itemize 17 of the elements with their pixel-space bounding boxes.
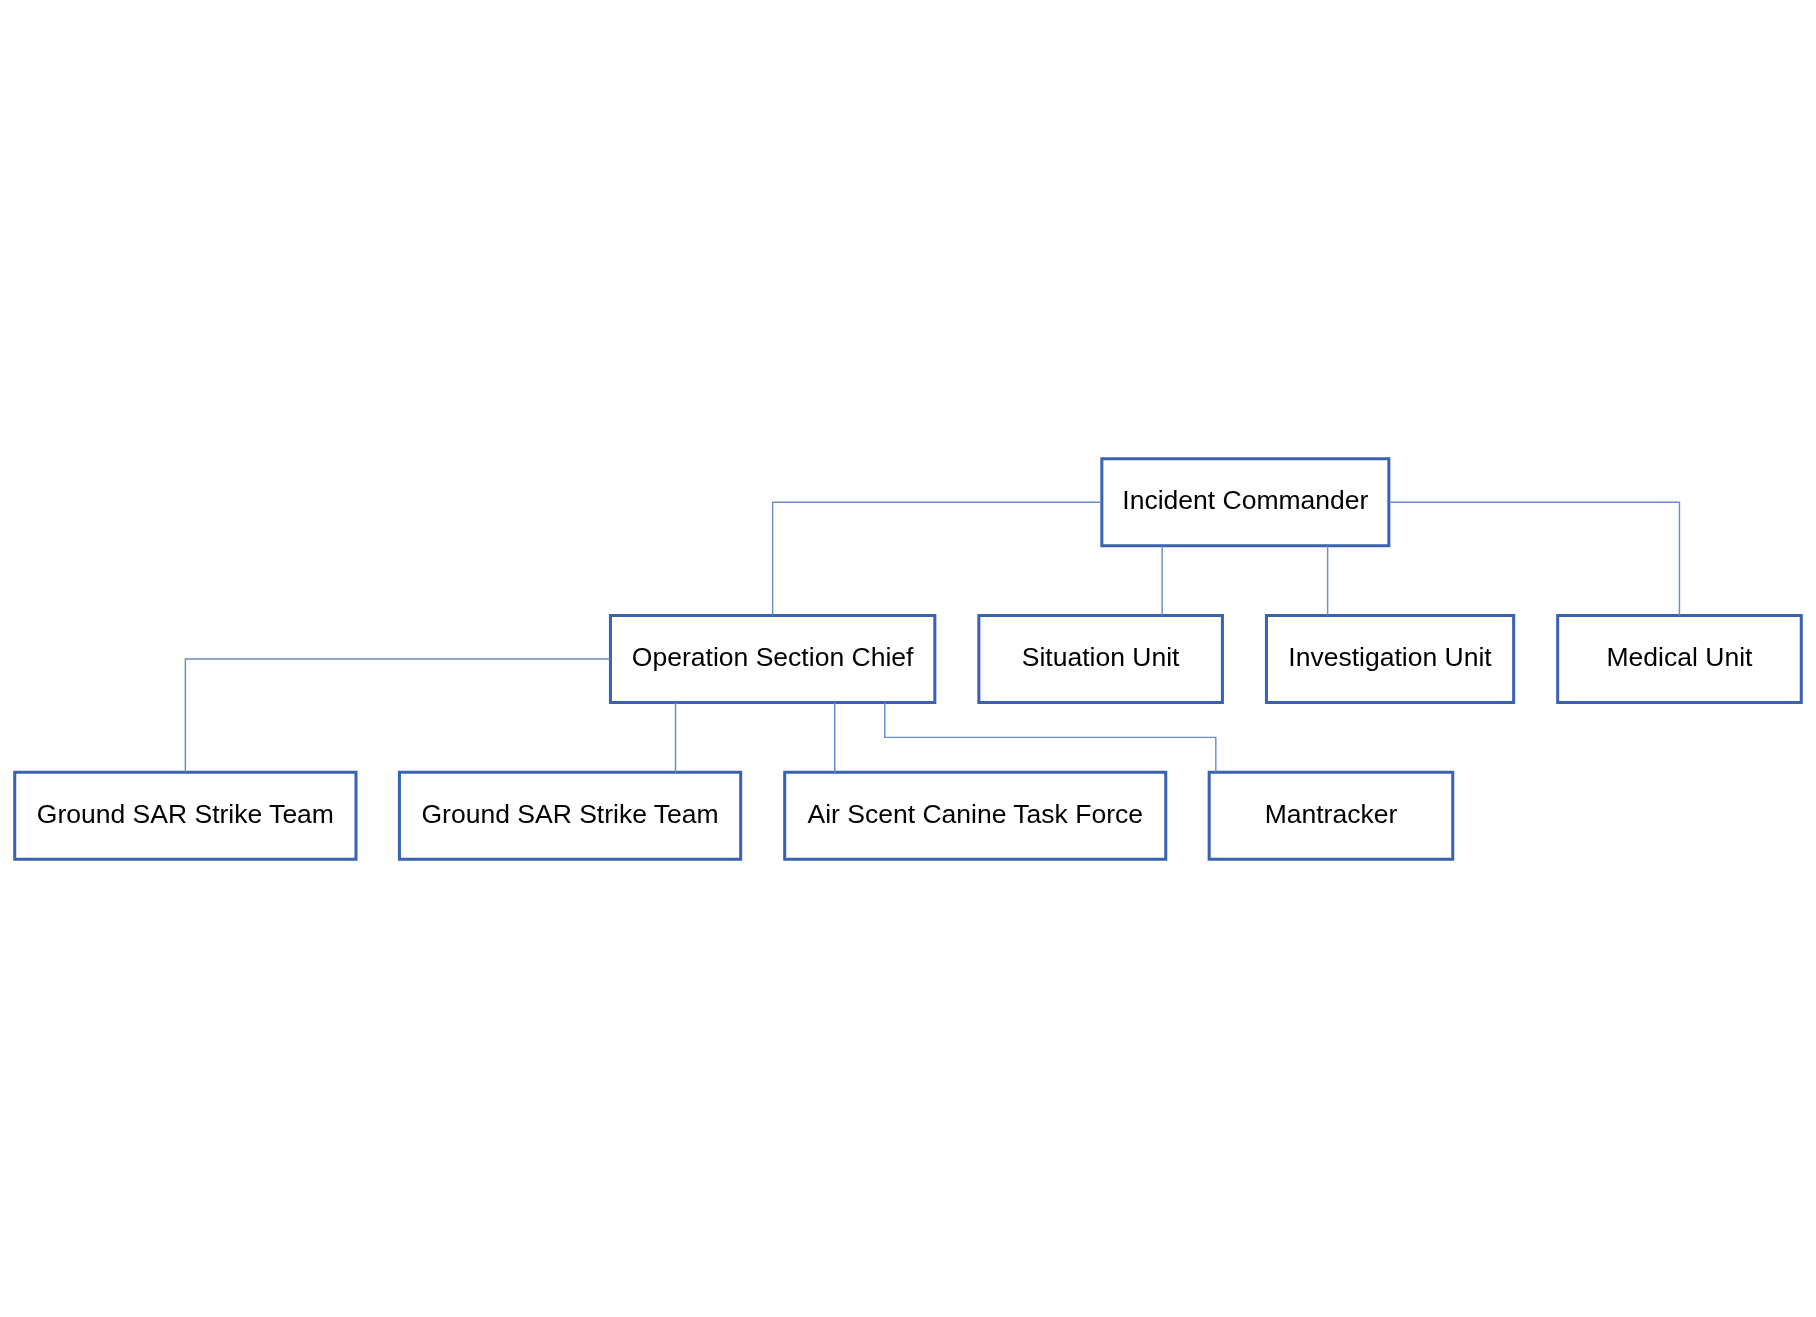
node-box: Operation Section Chief [608, 613, 937, 704]
connector [1326, 544, 1329, 616]
node-box: Medical Unit [1556, 613, 1803, 704]
connector [771, 501, 1103, 616]
connector [834, 701, 836, 773]
connector [184, 657, 611, 773]
node-box: Ground SAR Strike Team [397, 770, 743, 861]
node-box: Ground SAR Strike Team [13, 770, 358, 861]
node-box: Investigation Unit [1264, 613, 1516, 704]
connector [674, 701, 677, 773]
node-box: Incident Commander [1100, 456, 1391, 547]
node-box: Air Scent Canine Task Force [783, 770, 1168, 861]
connector [1388, 501, 1681, 616]
node-box: Mantracker [1207, 770, 1455, 861]
node-box: Situation Unit [977, 613, 1224, 704]
connector [1161, 544, 1163, 616]
connector [884, 701, 1217, 773]
